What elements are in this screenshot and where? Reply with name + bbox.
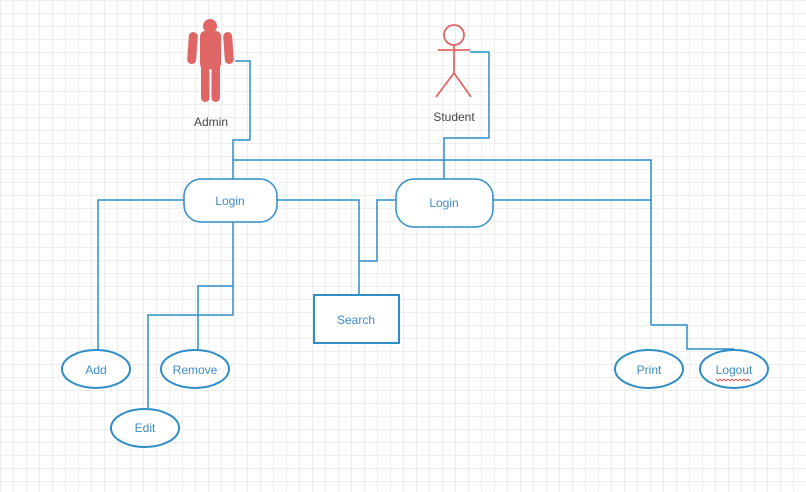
connectors [97,51,734,408]
connector-login-to-search [277,199,360,295]
remove-label: Remove [173,363,218,377]
admin-actor-label: Admin [194,115,228,129]
spellcheck-underline [715,378,751,382]
add-node[interactable]: Add [61,349,131,389]
admin-login-node[interactable]: Login [183,178,278,223]
edit-node[interactable]: Edit [110,408,180,448]
print-label: Print [637,363,662,377]
print-node[interactable]: Print [614,349,684,389]
edit-label: Edit [135,421,156,435]
admin-login-label: Login [215,194,244,208]
student-actor-icon [435,24,472,98]
connector-login-to-edit [147,222,234,408]
connector-login-to-remove [197,285,233,350]
connector-login-to-add [97,199,184,350]
logout-label: Logout [716,363,753,377]
connector-admin-to-login [232,60,251,179]
search-label: Search [337,313,375,327]
student-login-label: Login [429,196,458,210]
search-node[interactable]: Search [313,294,400,344]
logout-node[interactable]: Logout [699,349,769,389]
student-login-node[interactable]: Login [395,178,494,228]
connector-to-logout [651,324,734,350]
admin-actor-icon [187,19,234,102]
student-actor-label: Student [433,110,475,124]
remove-node[interactable]: Remove [160,349,230,389]
connector-student-login-to-search [359,199,396,262]
add-label: Add [85,363,106,377]
connector-student-to-login [443,51,490,179]
connector-top-bus [233,159,652,325]
